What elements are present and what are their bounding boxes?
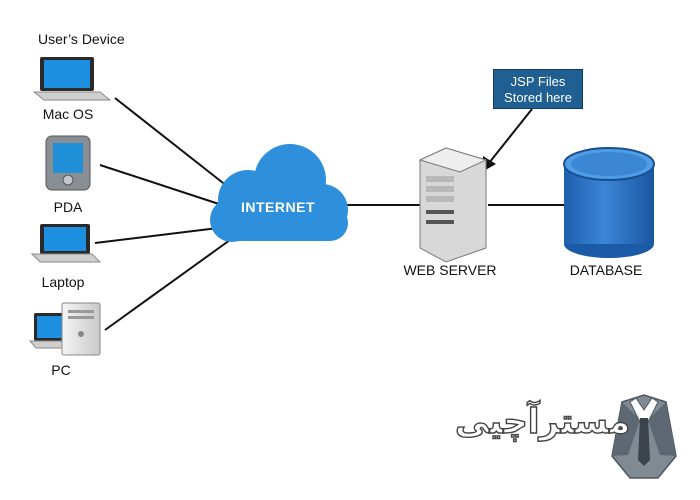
watermark-text: مسترآچیی (454, 401, 631, 442)
line-pc-internet (104, 239, 231, 331)
suit-logo-icon (611, 394, 677, 479)
device-label-macos: Mac OS (42, 106, 94, 122)
laptop-icon (30, 224, 102, 263)
jsp-files-callout: JSP Files Stored here (493, 69, 583, 109)
internet-label: INTERNET (241, 199, 315, 215)
macos-laptop-icon (32, 57, 112, 101)
device-label-laptop: Laptop (41, 274, 85, 290)
callout-line-2: Stored here (504, 90, 572, 105)
callout-arrow (482, 108, 533, 172)
database-icon (563, 147, 655, 258)
device-label-pda: PDA (53, 199, 83, 215)
devices-heading: User’s Device (38, 31, 125, 47)
line-macos-internet (114, 97, 233, 191)
database-label: DATABASE (569, 262, 643, 278)
server-label: WEB SERVER (403, 262, 497, 278)
line-laptop-internet (94, 227, 219, 244)
server-icon (418, 147, 488, 263)
connection-lines (94, 97, 565, 331)
internet-cloud-icon (210, 144, 348, 242)
pc-icon (28, 302, 101, 356)
line-pda-internet (99, 164, 223, 206)
pda-icon (45, 135, 91, 191)
device-label-pc: PC (51, 362, 71, 378)
callout-line-1: JSP Files (510, 74, 566, 89)
